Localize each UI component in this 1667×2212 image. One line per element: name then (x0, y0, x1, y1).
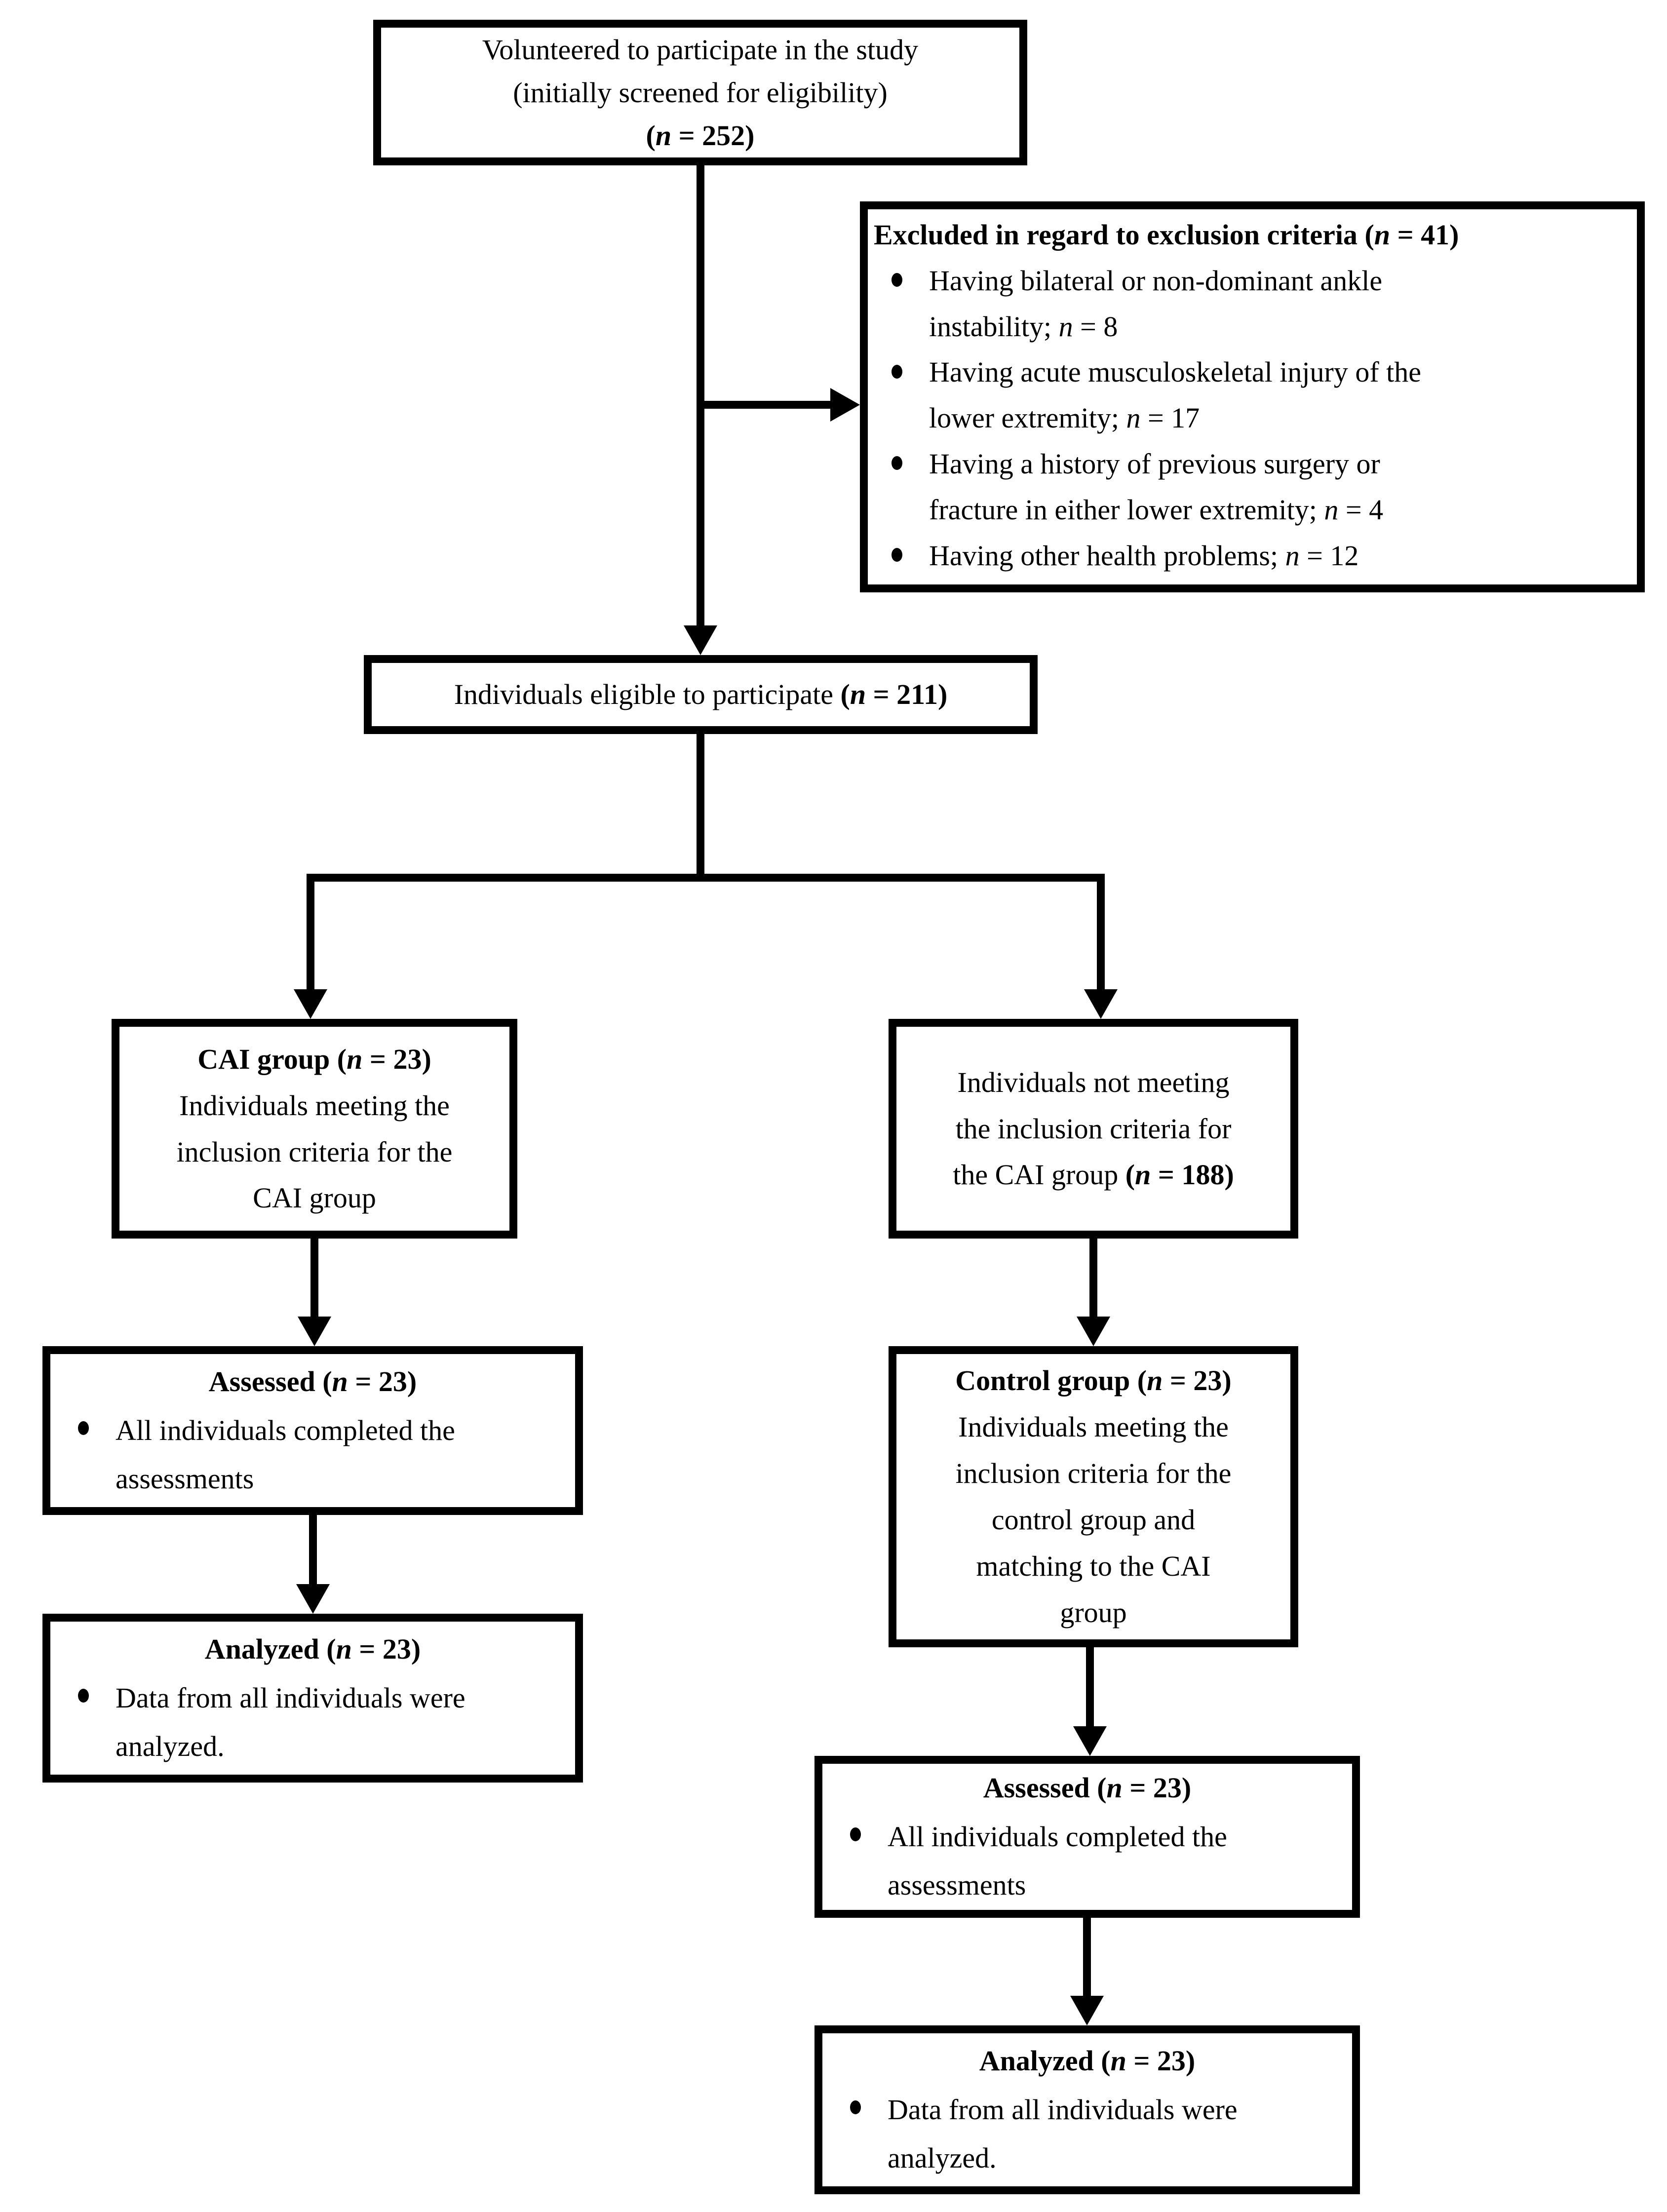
arrowhead-into-excluded (830, 388, 860, 422)
box-not-meeting: Individuals not meeting the inclusion cr… (889, 1019, 1298, 1239)
bullet-icon (892, 364, 902, 379)
box-cai-group: CAI group (n = 23) Individuals meeting t… (112, 1019, 517, 1239)
arrowhead-into-analyzed-cai (296, 1584, 330, 1614)
excluded-item-line: Having bilateral or non-dominant ankle (929, 264, 1383, 297)
box-volunteered-line: (initially screened for eligibility) (513, 77, 888, 109)
bullet-icon (892, 456, 902, 470)
box-assessed-cai-title: Assessed (n = 23) (208, 1365, 417, 1398)
box-control-group-line: Individuals meeting the (958, 1411, 1229, 1443)
bullet-icon (892, 272, 902, 287)
connector-eligible-to-split (697, 734, 704, 878)
connector-assessed-to-analyzed-cai (309, 1515, 317, 1585)
box-cai-group-line: inclusion criteria for the (176, 1135, 453, 1168)
box-cai-group-line: Individuals meeting the (179, 1089, 450, 1122)
box-analyzed-control-title: Analyzed (n = 23) (979, 2045, 1196, 2077)
box-analyzed-cai-title: Analyzed (n = 23) (204, 1633, 421, 1666)
analyzed-cai-item-line: Data from all individuals were (116, 1681, 465, 1714)
arrowhead-into-assessed-control (1073, 1726, 1107, 1756)
connector-split-to-not-meeting (1097, 874, 1105, 991)
assessed-cai-item: All individuals completed the assessment… (60, 1406, 565, 1504)
box-control-group-line: matching to the CAI (976, 1550, 1211, 1582)
excluded-item: Having other health problems; n = 12 (874, 533, 1625, 579)
box-control-group-line: group (1060, 1596, 1127, 1629)
box-cai-group-title: CAI group (n = 23) (197, 1043, 431, 1075)
box-volunteered-line: (n = 252) (646, 119, 755, 152)
bullet-icon (850, 1827, 861, 1841)
excluded-item-line: Having other health problems; n = 12 (929, 539, 1359, 572)
arrowhead-into-control (1077, 1317, 1110, 1346)
box-volunteered-line: Volunteered to participate in the study (482, 34, 919, 66)
connector-control-to-assessed (1086, 1647, 1094, 1727)
analyzed-cai-item-line: analyzed. (116, 1730, 225, 1763)
assessed-cai-item-line: assessments (116, 1463, 254, 1495)
box-not-meeting-line: the inclusion criteria for (955, 1112, 1232, 1145)
arrowhead-into-analyzed-control (1070, 1996, 1104, 2025)
box-not-meeting-line: the CAI group (n = 188) (953, 1159, 1234, 1191)
box-assessed-control: Assessed (n = 23) All individuals comple… (814, 1756, 1360, 1918)
bullet-icon (78, 1421, 89, 1435)
box-not-meeting-line: Individuals not meeting (957, 1066, 1230, 1098)
excluded-item: Having bilateral or non-dominant ankle i… (874, 258, 1625, 350)
arrowhead-into-eligible (684, 625, 717, 655)
box-control-group-title: Control group (n = 23) (955, 1364, 1232, 1397)
analyzed-cai-item: Data from all individuals were analyzed. (60, 1674, 565, 1771)
assessed-cai-item-line: All individuals completed the (116, 1414, 455, 1446)
box-cai-group-line: CAI group (253, 1182, 376, 1214)
analyzed-control-item: Data from all individuals were analyzed. (832, 2086, 1342, 2183)
excluded-item-line: Having acute musculoskeletal injury of t… (929, 356, 1421, 388)
excluded-item-line: fracture in either lower extremity; n = … (929, 493, 1384, 526)
excluded-item-line: instability; n = 8 (929, 310, 1118, 343)
box-eligible-text: Individuals eligible to participate (n =… (454, 678, 948, 710)
bullet-icon (850, 2100, 861, 2114)
box-volunteered: Volunteered to participate in the study … (373, 20, 1027, 165)
box-eligible: Individuals eligible to participate (n =… (364, 655, 1038, 734)
box-analyzed-cai: Analyzed (n = 23) Data from all individu… (42, 1614, 583, 1783)
analyzed-control-item-line: Data from all individuals were (888, 2093, 1238, 2126)
box-analyzed-control: Analyzed (n = 23) Data from all individu… (814, 2025, 1360, 2194)
excluded-item: Having a history of previous surgery or … (874, 441, 1625, 533)
bullet-icon (892, 547, 902, 562)
assessed-control-item-line: All individuals completed the (888, 1820, 1227, 1853)
box-control-group-line: inclusion criteria for the (955, 1457, 1232, 1490)
assessed-control-item-line: assessments (888, 1869, 1026, 1902)
arrowhead-into-assessed-cai (298, 1317, 331, 1346)
connector-to-excluded (700, 401, 830, 409)
connector-not-meeting-to-control (1089, 1239, 1097, 1318)
connector-split-to-cai (307, 874, 314, 991)
connector-volunteered-to-eligible (697, 165, 704, 628)
analyzed-control-item-line: analyzed. (888, 2142, 997, 2174)
connector-cai-to-assessed (310, 1239, 318, 1318)
arrowhead-into-cai (294, 989, 327, 1019)
assessed-control-item: All individuals completed the assessment… (832, 1813, 1342, 1910)
box-assessed-cai: Assessed (n = 23) All individuals comple… (42, 1346, 583, 1515)
arrowhead-into-not-meeting (1084, 989, 1118, 1019)
box-assessed-control-title: Assessed (n = 23) (983, 1772, 1192, 1804)
excluded-item: Having acute musculoskeletal injury of t… (874, 349, 1625, 441)
connector-assessed-to-analyzed-control (1083, 1918, 1091, 1997)
box-control-group-line: control group and (991, 1504, 1196, 1536)
bullet-icon (78, 1688, 89, 1703)
box-excluded: Excluded in regard to exclusion criteria… (860, 201, 1645, 592)
excluded-item-line: lower extremity; n = 17 (929, 402, 1200, 434)
connector-split-bar (307, 874, 1105, 882)
excluded-item-line: Having a history of previous surgery or (929, 447, 1380, 480)
box-control-group: Control group (n = 23) Individuals meeti… (889, 1346, 1298, 1647)
box-excluded-title: Excluded in regard to exclusion criteria… (874, 219, 1459, 251)
